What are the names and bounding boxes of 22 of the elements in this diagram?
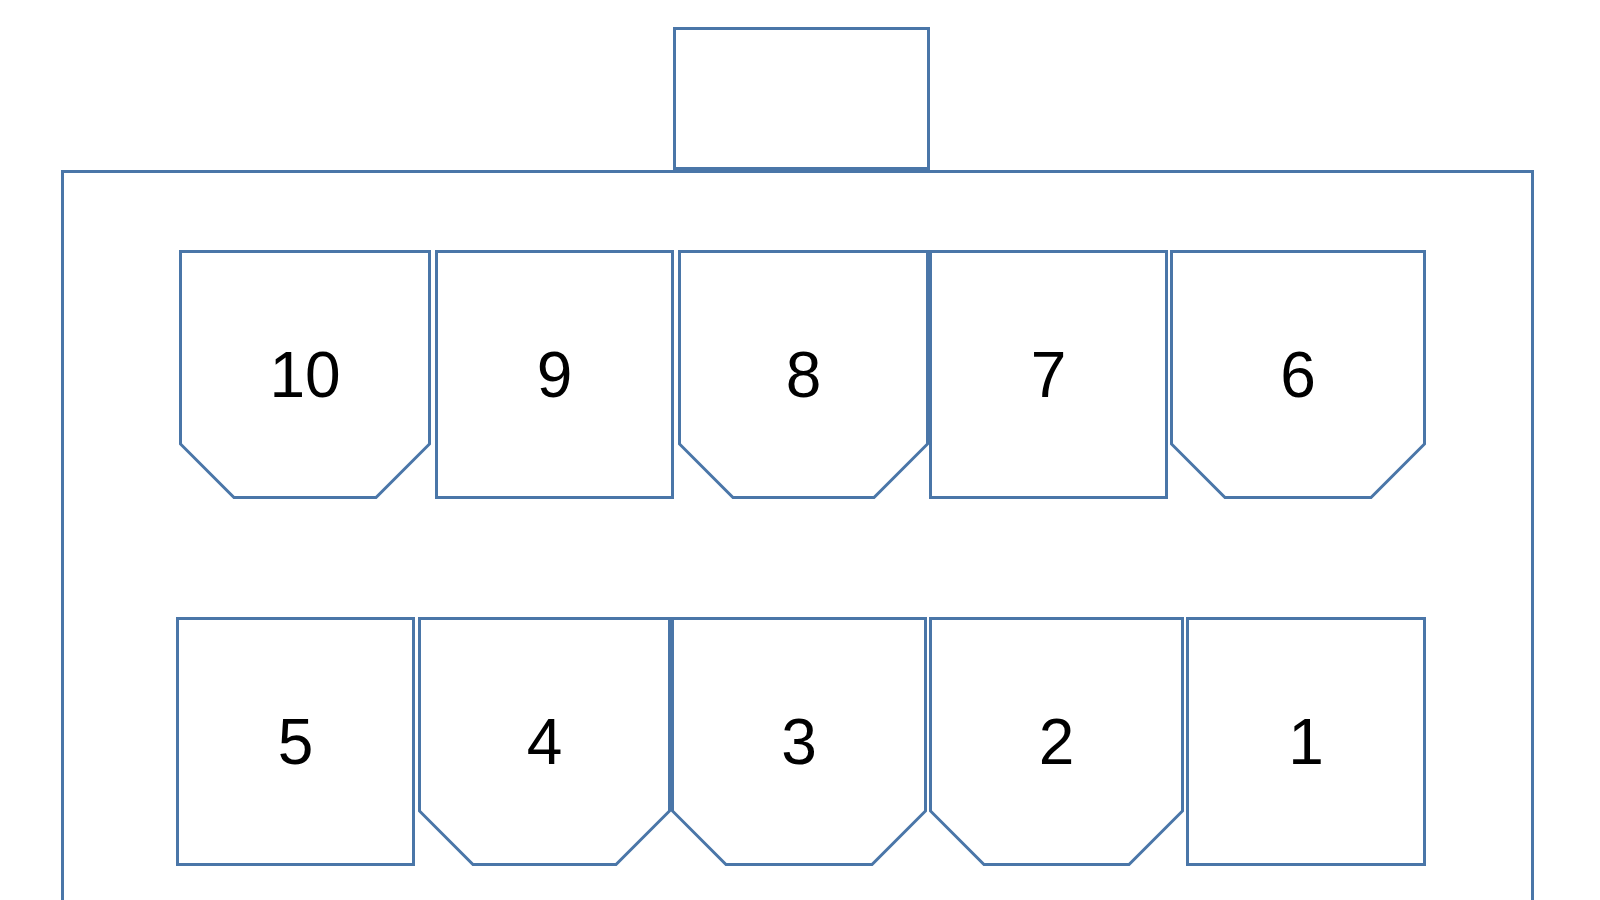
- pin-cavity: [435, 250, 674, 499]
- pin-number: 5: [277, 709, 314, 774]
- pin-cavity: [418, 617, 671, 866]
- connector-latch: [673, 27, 930, 170]
- pin-cavity: [678, 250, 929, 499]
- pin-number: 3: [781, 709, 817, 774]
- pin-cavity: [929, 250, 1168, 499]
- pin-cavity: [1186, 617, 1426, 866]
- pin-number: 9: [536, 342, 573, 407]
- pin-cavity: [179, 250, 431, 499]
- pin-number: 7: [1030, 342, 1067, 407]
- pin-cavity: [1170, 250, 1426, 499]
- connector-housing: [61, 170, 1534, 900]
- pin-number: 10: [269, 342, 341, 407]
- pin-number: 2: [1038, 709, 1075, 774]
- pin-number: 6: [1280, 342, 1316, 407]
- pin-cavity: [176, 617, 415, 866]
- pin-number: 1: [1288, 709, 1324, 774]
- pin-cavity: [929, 617, 1184, 866]
- pin-number: 4: [526, 709, 563, 774]
- pin-number: 8: [785, 342, 822, 407]
- pin-cavity: [671, 617, 927, 866]
